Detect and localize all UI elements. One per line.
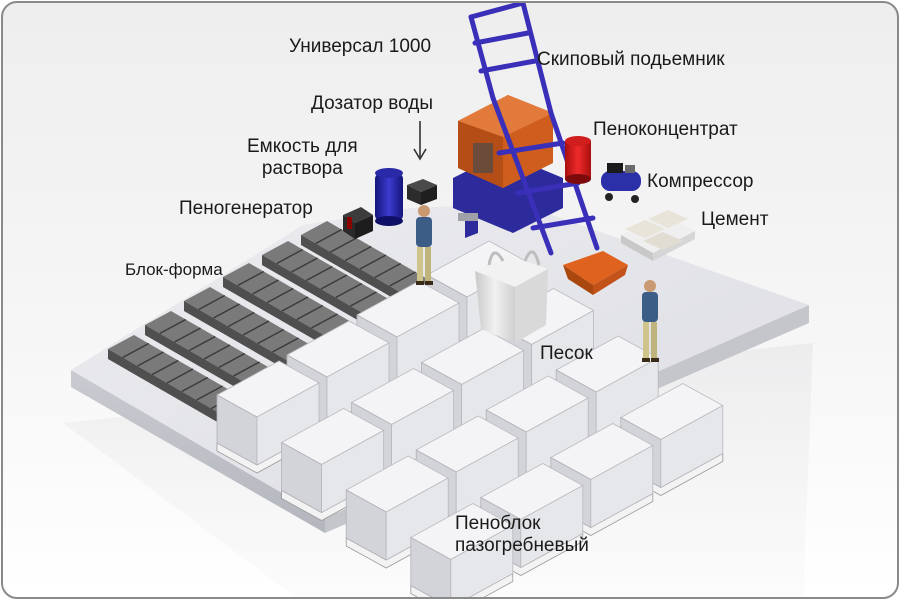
mortar-tank	[375, 168, 403, 226]
label-skip-lift: Скиповый подьемник	[537, 49, 725, 70]
block-mold-divider	[218, 352, 246, 369]
block-mold-divider	[122, 342, 150, 359]
block-mold-divider	[335, 282, 363, 299]
foam-generator	[343, 207, 373, 239]
block-mold-side	[223, 277, 341, 355]
block-mold-divider	[389, 271, 416, 287]
label-mortar-tank-line2: раствора	[261, 158, 343, 179]
label-compressor: Компрессор	[647, 171, 754, 192]
block-mold-divider	[188, 335, 216, 352]
block-mold-divider	[213, 303, 240, 319]
label-water-doser: Дозатор воды	[311, 93, 433, 114]
compressor	[601, 163, 641, 203]
foam-block-side	[450, 524, 514, 597]
block-mold-divider	[257, 328, 285, 345]
block-mold-divider	[374, 262, 402, 279]
block-mold-divider	[281, 296, 309, 312]
foam-block-side	[660, 404, 724, 489]
block-mold-side	[301, 235, 419, 313]
production-line-scene	[63, 3, 813, 597]
pallet	[410, 572, 514, 597]
block-mold-divider	[227, 311, 255, 328]
block-mold-divider	[181, 376, 209, 393]
worker-left	[416, 205, 433, 285]
foam-block	[216, 360, 320, 474]
block-mold-divider	[350, 291, 377, 307]
label-foam-block-line2: пазогребневый	[455, 535, 589, 556]
foam-block-side	[520, 484, 584, 569]
label-foam-generator: Пеногенератор	[179, 198, 313, 219]
cement-pallet	[621, 210, 695, 261]
block-mold-divider	[137, 351, 164, 367]
block-mold-side	[262, 255, 380, 333]
label-block-mold: Блок-форма	[125, 260, 223, 279]
block-mold-divider	[291, 257, 318, 273]
block-mold-divider	[305, 265, 333, 282]
label-foam-block: Пеноблок пазогребневый	[455, 513, 589, 557]
block-mold-side	[108, 349, 226, 427]
foam-block-side	[590, 444, 654, 529]
water-doser-arrow	[413, 121, 427, 161]
block-mold-divider	[196, 385, 223, 401]
label-foam-block-line1: Пеноблок	[455, 513, 541, 534]
skip-lift	[468, 3, 600, 256]
foam-block	[280, 408, 385, 521]
block-mold-divider	[272, 337, 299, 353]
label-foam-concentrate: Пеноконцентрат	[593, 119, 738, 140]
block-mold-divider	[233, 361, 260, 377]
block-mold-divider	[344, 245, 372, 262]
block-mold-side	[184, 301, 302, 379]
block-mold	[108, 335, 252, 427]
platform-front-side	[71, 370, 325, 533]
block-mold-divider	[315, 228, 343, 245]
block-mold-divider	[159, 318, 187, 335]
foam-block	[409, 503, 514, 597]
block-mold-divider	[330, 237, 357, 253]
block-mold-divider	[198, 294, 226, 311]
block-mold-divider	[252, 279, 279, 295]
label-mortar-tank: Емкость для раствора	[247, 136, 358, 180]
water-doser	[407, 179, 437, 205]
block-mold-divider	[359, 254, 387, 270]
block-mold-divider	[296, 304, 324, 321]
block-mold-divider	[311, 313, 338, 329]
skip-bucket	[563, 251, 628, 295]
sand-bag	[475, 250, 548, 343]
block-mold-divider	[276, 248, 304, 265]
block-mold-divider	[151, 359, 179, 376]
block-mold-divider	[203, 344, 231, 360]
block-mold-divider	[237, 270, 265, 287]
block-mold-divider	[320, 274, 348, 290]
foam-block-front	[410, 536, 452, 597]
block-mold-divider	[174, 327, 201, 343]
block-mold-group	[108, 221, 445, 427]
block-mold-divider	[266, 287, 294, 304]
worker-right	[642, 280, 659, 362]
block-mold-side	[145, 325, 263, 403]
foam-concentrate-drum	[565, 136, 591, 184]
label-universal-1000: Универсал 1000	[289, 36, 432, 57]
label-mortar-tank-line1: Емкость для	[247, 136, 358, 157]
label-cement: Цемент	[701, 209, 769, 230]
block-mold-divider	[166, 368, 194, 384]
block-mold-divider	[242, 320, 270, 336]
label-sand: Песок	[540, 343, 593, 364]
